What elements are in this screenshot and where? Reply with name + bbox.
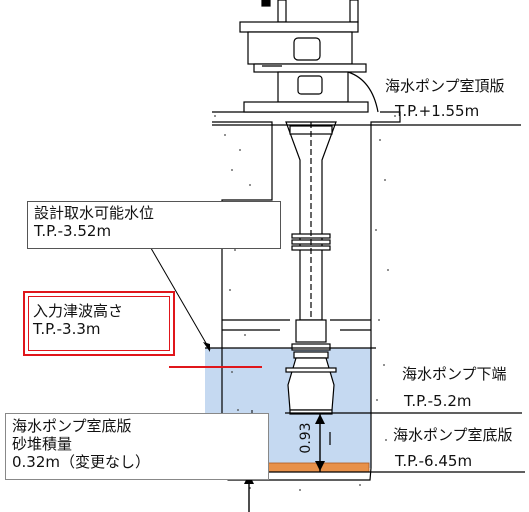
sediment-box: 海水ポンプ室底版 砂堆積量 0.32m（変更なし） bbox=[5, 413, 269, 480]
roof-slab-level: T.P.+1.55m bbox=[395, 102, 480, 120]
pump-bottom-level: T.P.-5.2m bbox=[404, 392, 472, 410]
pump-bottom-name: 海水ポンプ下端 bbox=[402, 365, 507, 383]
intake-level-value: T.P.-3.52m bbox=[34, 222, 112, 240]
tsunami-highlight-box: 入力津波高さ T.P.-3.3m bbox=[23, 291, 175, 356]
pump-motor bbox=[239, 0, 379, 113]
floor-slab-name: 海水ポンプ室底版 bbox=[393, 426, 513, 444]
intake-leader-line bbox=[147, 242, 211, 351]
pump-bowl bbox=[285, 319, 337, 415]
pump-column bbox=[285, 121, 337, 321]
intake-leader-arrowhead bbox=[203, 342, 210, 352]
floor-slab-level: T.P.-6.45m bbox=[395, 452, 473, 470]
sediment-line1: 海水ポンプ室底版 bbox=[12, 417, 132, 435]
tsunami-name: 入力津波高さ bbox=[33, 302, 124, 320]
concrete-texture bbox=[214, 115, 396, 491]
intake-level-name: 設計取水可能水位 bbox=[34, 204, 155, 222]
tsunami-inner-box: 入力津波高さ T.P.-3.3m bbox=[28, 296, 170, 351]
tsunami-value: T.P.-3.3m bbox=[33, 320, 101, 338]
clearance-arrow-bottom bbox=[315, 461, 325, 471]
roof-slab-name: 海水ポンプ室頂版 bbox=[385, 77, 505, 95]
clearance-value: 0.93 bbox=[298, 422, 314, 454]
sediment-line2: 砂堆積量 bbox=[12, 435, 73, 453]
clearance-arrow-top bbox=[315, 414, 325, 424]
sediment-line3: 0.32m（変更なし） bbox=[12, 453, 151, 471]
intake-level-box: 設計取水可能水位 T.P.-3.52m bbox=[27, 201, 281, 249]
